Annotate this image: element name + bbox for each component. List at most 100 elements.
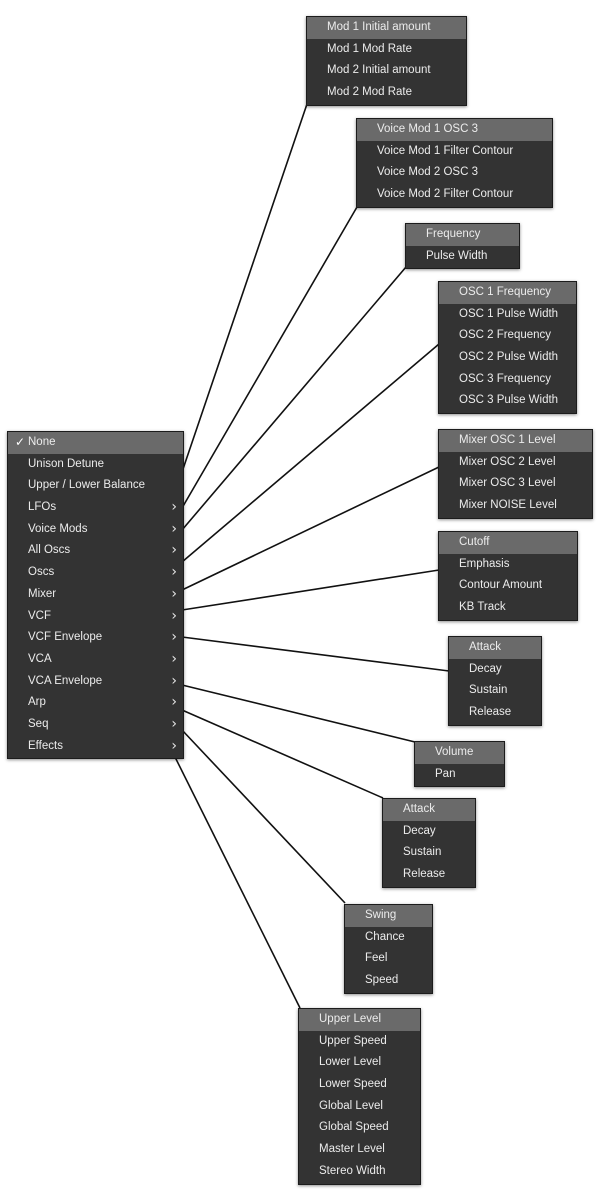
submenu-item[interactable]: Release (403, 868, 446, 881)
menu-item-label: Mixer (28, 587, 57, 600)
connector-all-oscs (181, 266, 407, 531)
submenu-item[interactable]: Mod 1 Initial amount (307, 17, 466, 39)
submenu-item[interactable]: Lower Speed (319, 1078, 387, 1091)
submenu-item[interactable]: Mixer OSC 1 Level (439, 430, 592, 452)
menu-item-label: Seq (28, 717, 49, 730)
menu-item-effects[interactable]: Effects › (8, 736, 183, 758)
submenu-item[interactable]: Pan (435, 767, 456, 780)
submenu-item[interactable]: KB Track (459, 601, 506, 614)
menu-item-label: VCA (28, 652, 52, 665)
submenu-vca-envelope: Attack Decay Sustain Release (382, 798, 476, 888)
chevron-right-icon: › (171, 607, 177, 624)
submenu-item[interactable]: OSC 2 Pulse Width (459, 351, 559, 364)
menu-item-none[interactable]: ✓ None (8, 432, 183, 454)
submenu-vcf-envelope: Attack Decay Sustain Release (448, 636, 542, 726)
submenu-item[interactable]: Upper Speed (319, 1034, 387, 1047)
menu-item-arp[interactable]: Arp › (8, 692, 183, 714)
submenu-item[interactable]: Global Speed (319, 1121, 389, 1134)
chevron-right-icon: › (171, 520, 177, 537)
connector-mixer (181, 466, 440, 591)
submenu-item[interactable]: Mod 2 Mod Rate (327, 86, 413, 99)
chevron-right-icon: › (171, 585, 177, 602)
submenu-item[interactable]: Decay (469, 662, 502, 675)
submenu-item[interactable]: Sustain (403, 846, 442, 859)
submenu-item[interactable]: Master Level (319, 1143, 385, 1156)
submenu-item[interactable]: OSC 3 Frequency (459, 372, 552, 385)
connector-voice-mods (181, 206, 358, 509)
submenu-item[interactable]: Swing (345, 905, 432, 927)
connector-lfos (181, 103, 308, 473)
menu-item-vca[interactable]: VCA › (8, 649, 183, 671)
menu-item-oscs[interactable]: Oscs › (8, 562, 183, 584)
submenu-item[interactable]: Frequency (406, 224, 519, 246)
connector-oscs (181, 343, 440, 563)
submenu-item[interactable]: Emphasis (459, 557, 510, 570)
submenu-item[interactable]: Mod 1 Mod Rate (327, 42, 413, 55)
submenu-lfos: Mod 1 Initial amount Mod 1 Mod Rate Mod … (306, 16, 467, 106)
chevron-right-icon: › (171, 650, 177, 667)
menu-item-label: Unison Detune (28, 457, 105, 470)
submenu-item[interactable]: Decay (403, 824, 436, 837)
submenu-item[interactable]: OSC 3 Pulse Width (459, 394, 559, 407)
menu-item-seq[interactable]: Seq › (8, 714, 183, 736)
submenu-item[interactable]: Feel (365, 952, 388, 965)
submenu-voice-mods: Voice Mod 1 OSC 3 Voice Mod 1 Filter Con… (356, 118, 553, 208)
menu-item-label: None (28, 436, 56, 448)
connector-vca-envelope (181, 709, 384, 799)
connector-arp (181, 729, 346, 904)
submenu-item[interactable]: Mixer OSC 2 Level (459, 455, 556, 468)
submenu-item[interactable]: Upper Level (299, 1009, 420, 1031)
submenu-item[interactable]: Pulse Width (426, 249, 488, 262)
menu-item-label: Upper / Lower Balance (28, 479, 145, 492)
menu-item-vca-envelope[interactable]: VCA Envelope › (8, 671, 183, 693)
menu-item-label: VCF Envelope (28, 631, 103, 644)
menu-item-label: Voice Mods (28, 522, 88, 535)
submenu-vca: Volume Pan (414, 741, 505, 788)
submenu-item[interactable]: Voice Mod 1 Filter Contour (377, 144, 514, 157)
submenu-item[interactable]: Contour Amount (459, 579, 543, 592)
submenu-item[interactable]: Stereo Width (319, 1164, 386, 1177)
menu-item-all-oscs[interactable]: All Oscs › (8, 540, 183, 562)
chevron-right-icon: › (171, 694, 177, 711)
submenu-effects: Upper Level Upper Speed Lower Level Lowe… (298, 1008, 421, 1185)
submenu-mixer: Mixer OSC 1 Level Mixer OSC 2 Level Mixe… (438, 429, 593, 519)
submenu-item[interactable]: OSC 1 Pulse Width (459, 307, 559, 320)
submenu-item[interactable]: Mod 2 Initial amount (327, 64, 431, 77)
submenu-item[interactable]: Voice Mod 2 OSC 3 (377, 166, 478, 179)
submenu-item[interactable]: Sustain (469, 684, 508, 697)
submenu-item[interactable]: OSC 2 Frequency (459, 329, 552, 342)
submenu-item[interactable]: Attack (383, 799, 475, 821)
menu-item-upper-lower-balance[interactable]: Upper / Lower Balance (8, 475, 183, 497)
menu-item-label: LFOs (28, 501, 57, 514)
menu-item-mixer[interactable]: Mixer › (8, 584, 183, 606)
submenu-item[interactable]: Cutoff (439, 532, 577, 554)
submenu-item[interactable]: OSC 1 Frequency (439, 282, 576, 304)
chevron-right-icon: › (171, 629, 177, 646)
submenu-item[interactable]: Global Level (319, 1099, 383, 1112)
menu-item-unison-detune[interactable]: Unison Detune (8, 454, 183, 476)
menu-item-voice-mods[interactable]: Voice Mods › (8, 519, 183, 541)
menu-item-vcf-envelope[interactable]: VCF Envelope › (8, 627, 183, 649)
submenu-item[interactable]: Lower Level (319, 1056, 382, 1069)
menu-item-label: Arp (28, 696, 46, 709)
submenu-item[interactable]: Chance (365, 930, 405, 943)
connector-vcf-envelope (181, 636, 450, 672)
submenu-item[interactable]: Volume (415, 742, 504, 764)
menu-item-label: Oscs (28, 566, 55, 579)
submenu-item[interactable]: Release (469, 706, 512, 719)
submenu-all-oscs: Frequency Pulse Width (405, 223, 520, 270)
submenu-item[interactable]: Speed (365, 974, 399, 987)
menu-item-lfos[interactable]: LFOs › (8, 497, 183, 519)
menu-item-vcf[interactable]: VCF › (8, 606, 183, 628)
submenu-item[interactable]: Mixer OSC 3 Level (459, 477, 556, 490)
menu-item-label: All Oscs (28, 544, 71, 557)
submenu-item[interactable]: Mixer NOISE Level (459, 499, 557, 512)
submenu-item[interactable]: Voice Mod 1 OSC 3 (357, 119, 552, 141)
submenu-item[interactable]: Voice Mod 2 Filter Contour (377, 188, 514, 201)
checkmark-icon: ✓ (15, 435, 26, 449)
chevron-right-icon: › (171, 737, 177, 754)
chevron-right-icon: › (171, 564, 177, 581)
submenu-item[interactable]: Attack (449, 637, 541, 659)
main-menu: ✓ None Unison Detune Upper / Lower Balan… (7, 431, 184, 760)
